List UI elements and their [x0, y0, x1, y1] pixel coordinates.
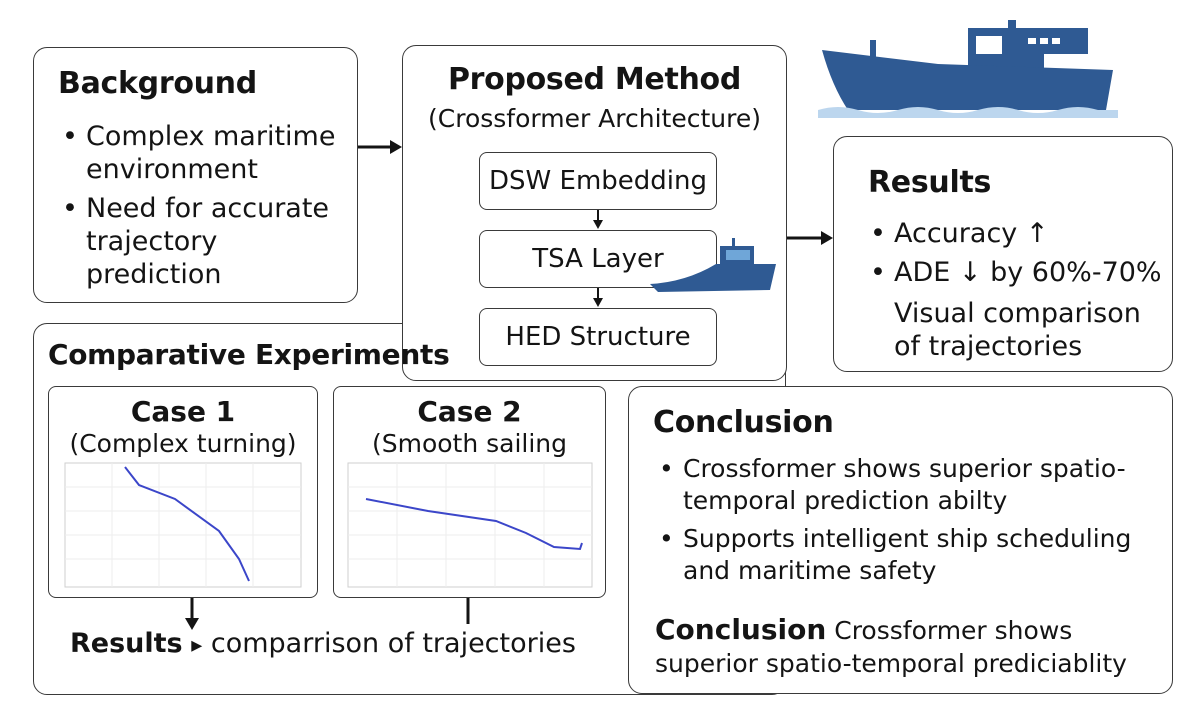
conclusion-list: Crossformer shows superior spatio-tempor…	[653, 453, 1158, 593]
method-box: Proposed Method (Crossformer Architectur…	[402, 45, 787, 381]
arrow-case-1-down	[185, 598, 199, 630]
method-subtitle: (Crossformer Architecture)	[428, 104, 761, 133]
small-ship-icon	[650, 238, 776, 292]
results-title: Results	[868, 165, 992, 200]
case-2-title: Case 2	[417, 395, 522, 428]
experiments-title: Comparative Experiments	[48, 338, 450, 371]
case-1-trajectory-plot	[64, 462, 302, 588]
conclusion-title: Conclusion	[653, 405, 834, 440]
ship-icon	[818, 20, 1118, 118]
results-note: Visual comparison of trajectories	[894, 298, 1141, 362]
footer-text: comparrison of trajectories	[210, 628, 576, 659]
conclusion-summary: Conclusion Crossformer shows superior sp…	[655, 613, 1160, 680]
stage-tsa-layer: TSA Layer	[479, 230, 717, 288]
list-item: Supports intelligent ship scheduling and…	[653, 523, 1158, 587]
arrow-stage-2-to-3	[593, 288, 603, 307]
background-title: Background	[58, 66, 257, 101]
arrow-stage-1-to-2	[593, 210, 603, 229]
background-list: Complex maritime environment Need for ac…	[56, 120, 346, 297]
summary-label: Conclusion	[655, 613, 827, 646]
arrow-method-to-results	[787, 231, 833, 245]
list-item: Complex maritime environment	[56, 120, 346, 186]
experiments-footer: Results ▸ comparrison of trajectories	[70, 628, 576, 659]
case-2-subtitle: (Smooth sailing	[371, 429, 568, 458]
background-box: Background Complex maritime environment …	[33, 47, 358, 303]
stage-dsw-embedding: DSW Embedding	[479, 152, 717, 210]
list-item: ADE ↓ by 60%-70%	[864, 256, 1164, 289]
case-1-title: Case 1	[130, 395, 236, 428]
case-1-subtitle: (Complex turning)	[69, 429, 297, 458]
method-title: Proposed Method	[447, 62, 742, 97]
arrow-background-to-method	[358, 140, 402, 154]
list-item: Crossformer shows superior spatio-tempor…	[653, 453, 1158, 517]
case-2-trajectory-plot	[347, 462, 593, 588]
case-2-panel: Case 2 (Smooth sailing	[333, 386, 606, 598]
summary-text: Crossformer shows superior spatio-tempor…	[655, 616, 1127, 678]
play-arrow-icon: ▸	[191, 633, 203, 658]
list-item: Need for accurate trajectory prediction	[56, 192, 346, 291]
footer-results-label: Results	[70, 628, 183, 659]
results-box: Results Accuracy ↑ ADE ↓ by 60%-70% Visu…	[833, 136, 1173, 372]
conclusion-box: Conclusion Crossformer shows superior sp…	[628, 386, 1173, 694]
case-1-panel: Case 1 (Complex turning)	[48, 386, 318, 598]
stage-hed-structure: HED Structure	[479, 308, 717, 366]
connector-case-2	[466, 598, 470, 624]
results-list: Accuracy ↑ ADE ↓ by 60%-70%	[864, 217, 1164, 295]
list-item: Accuracy ↑	[864, 217, 1164, 250]
